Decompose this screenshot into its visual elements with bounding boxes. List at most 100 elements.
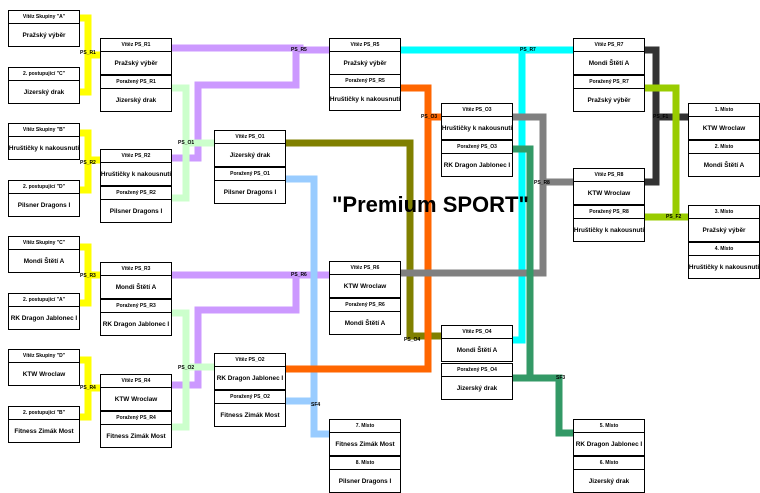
team-name: Pilsner Dragons I xyxy=(223,188,277,196)
team-name: Hruštičky k nakousnutí xyxy=(9,144,79,152)
label-sf4: SF4 xyxy=(311,402,321,408)
label-ps-o3: PS_O3 xyxy=(421,114,438,120)
match-box-a5: Vítěz Skupiny "C"Mondi Štětí A xyxy=(8,236,80,273)
label-ps-r8: PS_R8 xyxy=(534,180,550,186)
team-name: Hruštičky k nakousnutí xyxy=(330,95,400,103)
box-header: Vítěz PS_R5 xyxy=(330,39,400,52)
team-name: Mondi Štětí A xyxy=(344,319,386,327)
team-name: Fitness Zimák Most xyxy=(106,432,166,440)
line-sf4 xyxy=(286,175,329,438)
team-name: RK Dragon Jablonec I xyxy=(575,440,643,448)
team-name: Pilsner Dragons I xyxy=(338,477,392,485)
box-header: 8. Místo xyxy=(330,457,400,470)
team-name: Pilsner Dragons I xyxy=(109,207,163,215)
label-ps-f2: PS_F2 xyxy=(666,214,682,220)
box-header: Vítěz PS_R6 xyxy=(330,262,400,275)
match-box-a6: 2. postupující "A"RK Dragon Jablonec I xyxy=(8,293,80,330)
team-name: Pražský výběr xyxy=(22,31,66,39)
label-ps-r4: PS_R4 xyxy=(80,385,96,391)
box-header: 2. postupující "B" xyxy=(9,407,79,420)
box-header: Poražený PS_R8 xyxy=(574,206,644,219)
box-header: Poražený PS_R7 xyxy=(574,76,644,89)
box-header: 3. Místo xyxy=(689,206,759,219)
label-ps-r7: PS_R7 xyxy=(520,47,536,53)
box-header: Vítěz PS_R8 xyxy=(574,169,644,182)
box-header: Poražený PS_R3 xyxy=(101,300,171,313)
box-header: 2. postupující "A" xyxy=(9,294,79,307)
box-header: Poražený PS_R1 xyxy=(101,76,171,89)
line-orange-b xyxy=(286,117,432,373)
label-ps-r3: PS_R3 xyxy=(80,273,96,279)
box-header: Vítěz PS_O3 xyxy=(442,104,512,117)
match-box-a8: 2. postupující "B" Fitness Zimák Most xyxy=(8,406,80,443)
label-ps-r1: PS_R1 xyxy=(80,50,96,56)
line-ps-r8 xyxy=(401,113,547,277)
box-header: Vítěz Skupiny "A" xyxy=(9,11,79,24)
box-header: Vítěz PS_R2 xyxy=(101,150,171,163)
tournament-title: "Premium SPORT" xyxy=(332,192,529,217)
match-box-a4: 2. postupující "D"Pilsner Dragons I xyxy=(8,180,80,217)
box-header: Poražený PS_O4 xyxy=(442,364,512,377)
match-box-a3: Vítěz Skupiny "B"Hruštičky k nakousnutí xyxy=(8,123,80,160)
box-header: Vítěz PS_R4 xyxy=(101,375,171,388)
box-header: Vítěz PS_R7 xyxy=(574,39,644,52)
label-ps-o1: PS_O1 xyxy=(178,140,195,146)
match-box-a7: Vítěz Skupiny "D"KTW Wroclaw xyxy=(8,349,80,386)
box-header: Poražený PS_O1 xyxy=(215,168,285,181)
label-ps-r6: PS_R6 xyxy=(291,272,307,278)
line-ps-r5 xyxy=(172,44,329,54)
box-header: Vítěz PS_O4 xyxy=(442,326,512,339)
box-header: 1. Místo xyxy=(689,104,759,117)
box-header: Vítěz PS_O2 xyxy=(215,354,285,367)
label-ps-o4: PS_O4 xyxy=(404,337,421,343)
box-header: Vítěz Skupiny "C" xyxy=(9,237,79,250)
box-header: 6. Místo xyxy=(574,457,644,470)
box-header: 2. postupující "C" xyxy=(9,68,79,81)
match-box-a1: Vítěz Skupiny "A" Pražský výběr xyxy=(8,10,80,47)
box-header: Poražený PS_R2 xyxy=(101,187,171,200)
team-name: Jizerský drak xyxy=(23,88,65,96)
box-header: Poražený PS_O3 xyxy=(442,141,512,154)
team-name: Pražský výběr xyxy=(114,59,158,67)
team-name: Mondi Štětí A xyxy=(703,161,745,169)
box-header: 7. Místo xyxy=(330,420,400,433)
box-header: Poražený PS_O2 xyxy=(215,391,285,404)
line-sf3 xyxy=(513,145,573,437)
team-name: Mondi Štětí A xyxy=(115,283,157,291)
box-header: Vítěz Skupiny "D" xyxy=(9,350,79,363)
team-name: Pražský výběr xyxy=(702,226,746,234)
team-name: RK Dragon Jablonec I xyxy=(102,320,170,328)
box-header: Vítěz PS_O1 xyxy=(215,131,285,144)
match-box-a2: 2. postupující "C" Jizerský drak xyxy=(8,67,80,104)
box-header: Poražený PS_R5 xyxy=(330,75,400,88)
team-name: Fitness Zimák Most xyxy=(14,427,74,435)
label-sf3: SF3 xyxy=(556,375,566,381)
team-name: Pražský výběr xyxy=(343,59,387,67)
team-name: Hruštičky k nakousnutí xyxy=(574,226,644,234)
label-ps-o2: PS_O2 xyxy=(178,365,195,371)
team-name: Hruštičky k nakousnutí xyxy=(101,170,171,178)
